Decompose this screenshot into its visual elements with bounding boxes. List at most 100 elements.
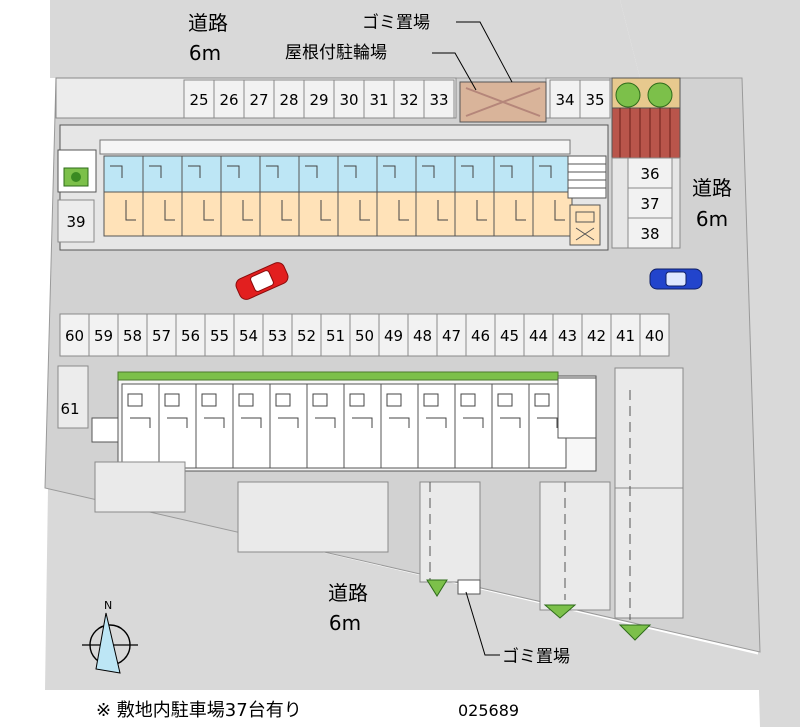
parking-number-32: 32 — [399, 91, 418, 109]
unit-upper-top — [220, 155, 261, 193]
road-top — [50, 0, 640, 78]
parking-space — [333, 79, 365, 119]
parking-number-42: 42 — [587, 327, 606, 345]
parking-space — [639, 313, 670, 357]
parking-space — [59, 313, 90, 357]
parking-number-39: 39 — [66, 213, 85, 231]
unit-upper-top — [103, 155, 144, 193]
bike-shed — [459, 81, 547, 123]
parking-space — [243, 79, 275, 119]
unit-upper-bottom — [337, 191, 378, 237]
parking-space — [423, 79, 455, 119]
unit-upper-top — [181, 155, 222, 193]
parking-number-40: 40 — [645, 327, 664, 345]
unit-upper-top — [493, 155, 534, 193]
unit-upper-top — [298, 155, 339, 193]
unit-upper-top — [337, 155, 378, 193]
unit-upper-top — [415, 155, 456, 193]
unit-upper-top — [376, 155, 417, 193]
unit-lower — [121, 383, 160, 469]
unit-upper-top — [454, 155, 495, 193]
unit-upper-bottom — [415, 191, 456, 237]
unit-upper-bottom — [181, 191, 222, 237]
footer-note: ※ 敷地内駐車場37台有り — [96, 700, 302, 721]
parking-space — [262, 313, 293, 357]
car-icon — [649, 268, 703, 290]
road-width-bottom: 6m — [329, 611, 361, 635]
parking-space — [378, 313, 409, 357]
car-icon — [235, 262, 289, 300]
unit-upper-top — [142, 155, 183, 193]
parking-number-54: 54 — [239, 327, 258, 345]
parking-number-25: 25 — [189, 91, 208, 109]
parking-space — [627, 187, 673, 219]
parking-number-43: 43 — [558, 327, 577, 345]
unit-upper-bottom — [493, 191, 534, 237]
unit-upper-top — [259, 155, 300, 193]
unit-upper-bottom — [376, 191, 417, 237]
parking-number-35: 35 — [585, 91, 604, 109]
svg-text:N: N — [104, 599, 112, 612]
parking-space — [233, 313, 264, 357]
parking-number-50: 50 — [355, 327, 374, 345]
unit-upper-bottom — [532, 191, 573, 237]
parking-space — [581, 313, 612, 357]
parking-space — [183, 79, 215, 119]
parking-number-41: 41 — [616, 327, 635, 345]
callout-bicycle-label: 屋根付駐輪場 — [285, 43, 387, 63]
parking-number-27: 27 — [249, 91, 268, 109]
callout-garbage-bottom-label: ゴミ置場 — [502, 646, 570, 667]
road-name-right: 道路 — [692, 176, 732, 200]
unit-upper-top — [532, 155, 573, 193]
parking-number-26: 26 — [219, 91, 238, 109]
callout-bicycle: 屋根付駐輪場 — [285, 43, 477, 91]
parking-space — [303, 79, 335, 119]
parking-number-28: 28 — [279, 91, 298, 109]
callout-garbage-top-label: ゴミ置場 — [362, 12, 430, 33]
parking-number-46: 46 — [471, 327, 490, 345]
parking-number-56: 56 — [181, 327, 200, 345]
parking-space — [204, 313, 235, 357]
unit-upper-bottom — [220, 191, 261, 237]
parking-space — [494, 313, 525, 357]
parking-space — [393, 79, 425, 119]
parking-top-right: 34 35 — [549, 79, 611, 119]
property-code: 025689 — [458, 701, 519, 720]
unit-upper-bottom — [259, 191, 300, 237]
road-width-right: 6m — [696, 207, 728, 231]
parking-number-59: 59 — [94, 327, 113, 345]
building-lower — [91, 371, 597, 472]
callout-garbage-top: ゴミ置場 — [362, 12, 513, 83]
parking-space — [579, 79, 611, 119]
parking-number-37: 37 — [640, 195, 659, 213]
unit-upper-bottom — [298, 191, 339, 237]
parking-space — [146, 313, 177, 357]
parking-number-48: 48 — [413, 327, 432, 345]
parking-lower-left: 61 — [57, 365, 89, 429]
parking-number-29: 29 — [309, 91, 328, 109]
callout-garbage-bottom: ゴミ置場 — [465, 591, 570, 667]
building-upper — [57, 124, 609, 251]
unit-upper-bottom — [454, 191, 495, 237]
road-name-bottom: 道路 — [328, 581, 368, 605]
parking-number-60: 60 — [65, 327, 84, 345]
road-width-top: 6m — [189, 41, 221, 65]
parking-number-34: 34 — [555, 91, 574, 109]
compass-icon: N — [82, 599, 138, 674]
unit-upper-bottom — [103, 191, 144, 237]
parking-space — [117, 313, 148, 357]
road-label-bottom: 道路 6m — [328, 581, 368, 635]
parking-number-44: 44 — [529, 327, 548, 345]
parking-number-58: 58 — [123, 327, 142, 345]
parking-number-61: 61 — [60, 400, 79, 418]
parking-number-53: 53 — [268, 327, 287, 345]
parking-number-52: 52 — [297, 327, 316, 345]
parking-space — [465, 313, 496, 357]
parking-number-51: 51 — [326, 327, 345, 345]
unit-upper-bottom — [142, 191, 183, 237]
greenery-top-right — [611, 77, 681, 159]
